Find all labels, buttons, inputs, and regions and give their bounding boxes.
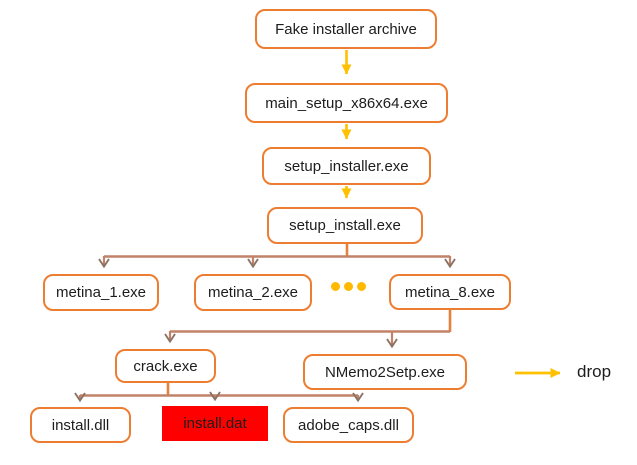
node-install-dat-highlighted: install.dat [162, 406, 268, 441]
node-install-dll: install.dll [30, 407, 131, 443]
node-fake-installer-archive: Fake installer archive [255, 9, 437, 49]
node-main-setup-x86x64-exe: main_setup_x86x64.exe [245, 83, 448, 123]
ellipsis-dot [357, 282, 366, 291]
ellipsis-dots [331, 282, 366, 291]
ellipsis-dot [331, 282, 340, 291]
node-metina-2-exe: metina_2.exe [194, 274, 312, 311]
node-adobe-caps-dll: adobe_caps.dll [283, 407, 414, 443]
node-nmemo2setp-exe: NMemo2Setp.exe [303, 354, 467, 390]
node-metina-8-exe: metina_8.exe [389, 274, 511, 310]
ellipsis-dot [344, 282, 353, 291]
node-setup-installer-exe: setup_installer.exe [262, 147, 431, 185]
node-metina-1-exe: metina_1.exe [43, 274, 159, 311]
node-setup-install-exe: setup_install.exe [267, 207, 423, 244]
node-crack-exe: crack.exe [115, 349, 216, 383]
legend-drop-label: drop [577, 362, 612, 381]
